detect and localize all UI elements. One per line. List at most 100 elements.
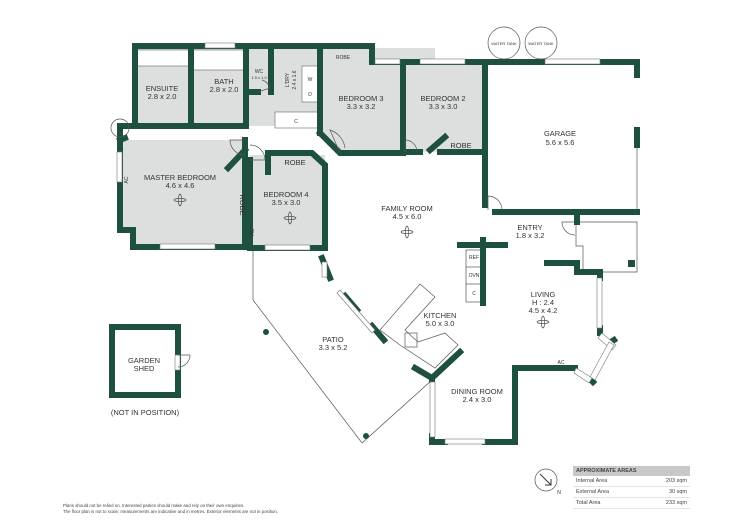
- door-swing: [487, 195, 503, 211]
- area-value: 233 sqm: [665, 500, 687, 506]
- bedroom2-label: BEDROOM 2: [420, 94, 465, 103]
- ceiling-fan-icon: [400, 225, 414, 239]
- window: [336, 289, 376, 334]
- family-label: FAMILY ROOM: [381, 204, 432, 213]
- water-tank: [487, 26, 521, 60]
- window: [116, 151, 123, 183]
- door-swing: [561, 221, 576, 236]
- area-value: 30 sqm: [668, 489, 687, 495]
- wc-dims: 1.5 x 1.0: [251, 75, 267, 80]
- bedroom3-floor: [320, 65, 403, 153]
- disclaimer-line: The floor plan is not to scale; measurem…: [63, 509, 279, 514]
- water-tank-label: WATER TANK: [528, 41, 554, 46]
- bedroom4-dims: 3.5 x 3.0: [272, 198, 301, 207]
- bedroom4-label: BEDROOM 4: [263, 190, 308, 199]
- hws-label: H: [118, 127, 122, 133]
- ensuite-dims: 2.8 x 2.0: [148, 92, 177, 101]
- bath-dims: 2.8 x 2.0: [210, 85, 239, 94]
- window: [589, 341, 615, 381]
- ensuite-vanity: [136, 49, 191, 67]
- ceiling-fan-icon: [173, 193, 187, 207]
- window: [374, 58, 401, 65]
- doors: [177, 79, 576, 368]
- ac-label: AC: [558, 360, 565, 366]
- window: [159, 243, 216, 250]
- ceiling-fan-icon: [536, 315, 550, 329]
- shed-label: SHED: [134, 364, 155, 373]
- window: [444, 438, 486, 445]
- areas-row: Internal Area 203 sqm: [573, 476, 690, 487]
- window: [573, 367, 593, 384]
- disclaimer: Plans should not be relied on. Intereste…: [63, 503, 278, 515]
- robe-label: ROBE: [336, 55, 351, 61]
- shed-note: (NOT IN POSITION): [111, 408, 180, 417]
- laundry-dims: 2.4 x 1.6: [292, 70, 298, 89]
- kitchen-bench: [379, 283, 459, 369]
- master-floor: [122, 140, 245, 247]
- door-swing: [257, 79, 271, 93]
- porch-outline: [575, 221, 638, 273]
- dining-label: DINING ROOM: [451, 387, 503, 396]
- dining-dims: 2.4 x 3.0: [463, 395, 492, 404]
- master-label: MASTER BEDROOM: [144, 173, 216, 182]
- areas-table: APPROXIMATE AREAS Internal Area 203 sqm E…: [573, 466, 690, 509]
- bedroom3-label: BEDROOM 3: [338, 94, 383, 103]
- hot-water-unit: [110, 118, 130, 138]
- bath-label: BATH: [214, 77, 233, 86]
- bedroom2-dims: 3.3 x 3.0: [429, 102, 458, 111]
- master-dims: 4.6 x 4.6: [166, 181, 195, 190]
- areas-row: External Area 30 sqm: [573, 487, 690, 498]
- area-value: 203 sqm: [665, 478, 687, 484]
- ref-label: REF: [469, 255, 479, 261]
- ac-label: AC: [124, 176, 130, 183]
- entry-label: ENTRY: [517, 223, 542, 232]
- bathtub: [191, 49, 246, 71]
- window: [429, 381, 436, 438]
- window: [204, 42, 236, 49]
- kitchen-dims: 5.0 x 3.0: [426, 319, 455, 328]
- window: [321, 261, 328, 278]
- kitchen-sink: [404, 332, 418, 348]
- walls: [109, 43, 640, 445]
- pantry-label: C: [472, 291, 476, 297]
- door-swing: [249, 144, 266, 161]
- shed-label: GARDEN: [128, 356, 160, 365]
- living-dims: 4.5 x 4.2: [529, 306, 558, 315]
- area-label: Internal Area: [576, 478, 608, 484]
- window: [419, 58, 466, 65]
- north-arrow-icon: [534, 468, 558, 492]
- bedroom3-dims: 3.3 x 3.2: [347, 102, 376, 111]
- compass-label: N: [557, 490, 561, 496]
- areas-row: Total Area 233 sqm: [573, 498, 690, 509]
- window: [264, 244, 311, 251]
- kitchen-label: KITCHEN: [424, 311, 457, 320]
- wc-label: WC: [255, 69, 264, 75]
- ensuite-label: ENSUITE: [146, 84, 179, 93]
- water-tank: [524, 26, 558, 60]
- area-label: External Area: [576, 489, 610, 495]
- door-swing: [177, 354, 191, 368]
- robe-label: ROBE: [450, 141, 471, 150]
- ac-label: AC: [250, 228, 256, 235]
- bedroom4-floor: [250, 155, 325, 248]
- ceiling-fans: [173, 193, 550, 329]
- robe-label: ROBE: [238, 194, 247, 215]
- door-swing: [404, 139, 418, 153]
- windows: [116, 42, 617, 445]
- dryer-label: D: [308, 92, 312, 98]
- entry-dims: 1.8 x 3.2: [516, 231, 545, 240]
- living-label: LIVING: [531, 290, 556, 299]
- patio-post: [263, 329, 269, 335]
- area-label: Total Area: [576, 500, 601, 506]
- ceiling-fan-icon: [283, 211, 297, 225]
- closet-label: C: [294, 119, 298, 125]
- patio-post: [363, 433, 369, 439]
- window: [174, 354, 181, 371]
- areas-title: APPROXIMATE AREAS: [573, 466, 690, 476]
- water-tank-label: WATER TANK: [491, 41, 517, 46]
- patio-outline: [252, 248, 433, 444]
- room-labels: ENSUITE 2.8 x 2.0 BATH 2.8 x 2.0 WC 1.5 …: [111, 55, 576, 417]
- family-dims: 4.5 x 6.0: [393, 212, 422, 221]
- garage-label: GARAGE: [544, 129, 576, 138]
